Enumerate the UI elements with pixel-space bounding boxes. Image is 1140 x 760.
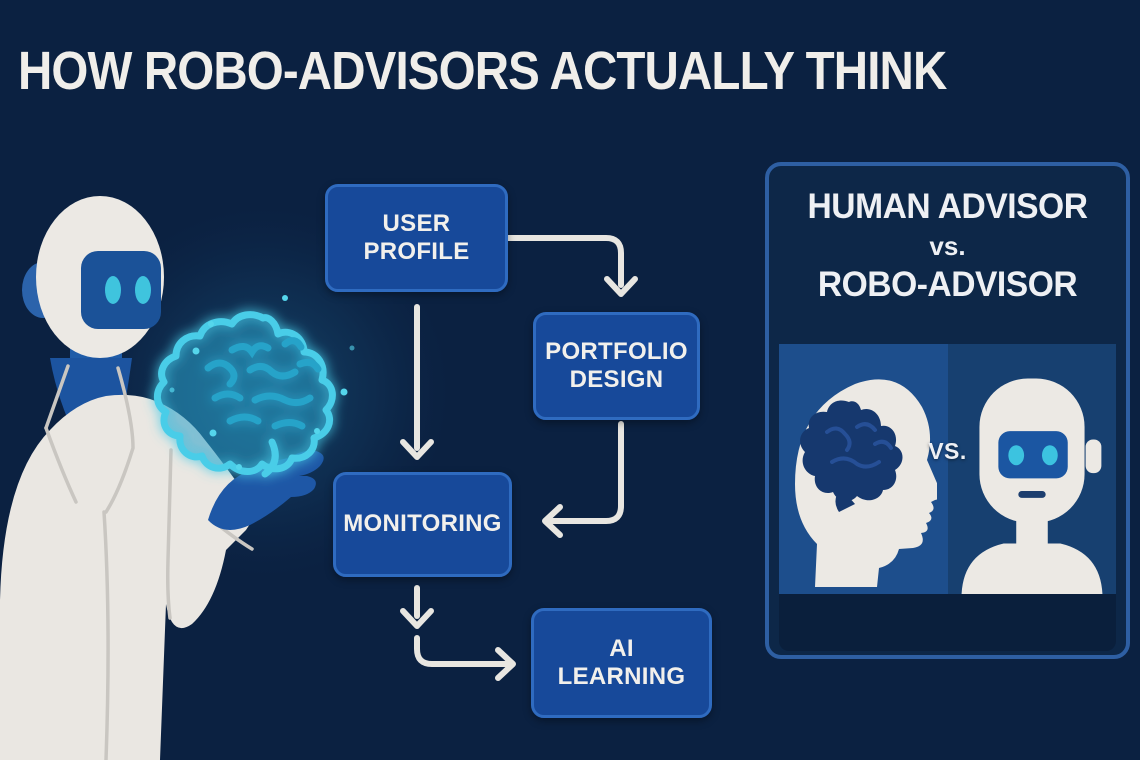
comparison-panel-title: HUMAN ADVISOR vs. ROBO-ADVISOR [769, 184, 1126, 308]
flow-node-label: USER PROFILE [363, 209, 470, 265]
arrow-user-profile-to-portfolio-design [505, 235, 638, 297]
arrow-portfolio-design-to-monitoring [542, 421, 624, 538]
flow-node-portfolio-design: PORTFOLIO DESIGN [533, 312, 700, 420]
robot-eye-left [105, 276, 121, 304]
page-title: HOW ROBO-ADVISORS ACTUALLY THINK [18, 41, 947, 101]
robot-hand [208, 450, 324, 530]
robot-eye-right [135, 276, 151, 304]
flow-node-label: MONITORING [343, 510, 502, 538]
flow-node-user-profile: USER PROFILE [325, 184, 508, 292]
flow-node-label: AI LEARNING [557, 634, 686, 690]
comparison-title-line1: HUMAN ADVISOR [807, 187, 1088, 226]
human-brain-icon [800, 400, 903, 512]
flow-node-label: PORTFOLIO DESIGN [545, 337, 688, 393]
flow-node-ai-learning: AI LEARNING [531, 608, 712, 718]
robot-head-icon [961, 378, 1103, 594]
flow-arrows [400, 235, 638, 681]
vs-label: VS. [928, 438, 967, 464]
comparison-panel: HUMAN ADVISOR vs. ROBO-ADVISOR [765, 162, 1130, 659]
glowing-brain-icon [154, 311, 336, 478]
arrow-user-profile-to-monitoring [400, 304, 434, 460]
comparison-title-line2: ROBO-ADVISOR [817, 265, 1078, 304]
human-head-icon [795, 379, 937, 587]
robot-scientist-illustration [0, 196, 324, 760]
comparison-figures-row [779, 344, 1116, 594]
arrow-monitoring-to-ai-learning [414, 635, 516, 681]
flow-node-monitoring: MONITORING [333, 472, 512, 577]
lab-coat-seams [44, 364, 254, 760]
lab-coat [0, 394, 253, 760]
sparkle-dots [169, 295, 355, 470]
comparison-title-vs: vs. [929, 230, 966, 261]
human-advisor-tile [779, 344, 948, 594]
robo-advisor-tile [947, 344, 1116, 594]
comparison-panel-footer-band [779, 594, 1116, 651]
arrow-monitoring-down [400, 585, 434, 629]
